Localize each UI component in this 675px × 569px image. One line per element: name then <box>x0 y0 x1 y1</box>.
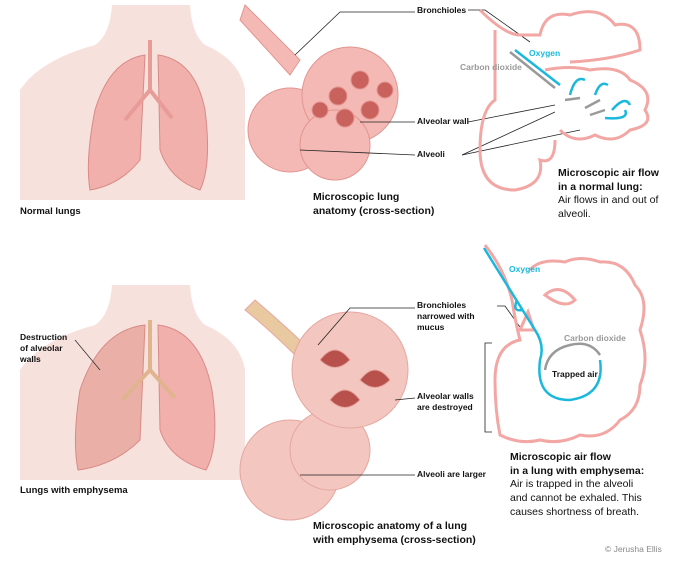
normal-anatomy-caption-line1: Microscopic lung <box>313 191 400 203</box>
label-bronchioles-narrowed-line2: narrowed with <box>417 311 475 321</box>
trapped-air-label: Trapped air <box>552 369 598 379</box>
normal-torso-illustration <box>20 5 245 200</box>
copyright: © Jerusha Ellis <box>605 544 662 554</box>
carbon-dioxide-label: Carbon dioxide <box>460 62 522 72</box>
label-alveoli-larger: Alveoli are larger <box>417 469 486 479</box>
oxygen-label: Oxygen <box>529 48 561 58</box>
label-alveolar-walls-destroyed-line2: are destroyed <box>417 402 473 412</box>
emphysema-airflow-caption-line1: Microscopic air flow <box>510 451 611 463</box>
emphysema-torso-illustration <box>20 285 245 480</box>
emphysema-alveoli-cluster <box>239 299 409 521</box>
normal-airflow-text-line1: Air flows in and out of <box>558 194 659 206</box>
emphysema-oxygen-label: Oxygen <box>509 264 541 274</box>
normal-airflow-text-line2: alveoli. <box>558 208 591 220</box>
normal-airflow-diagram <box>478 8 650 192</box>
destruction-label-line1: Destruction <box>20 332 68 342</box>
emphysema-airflow-caption-line2: in a lung with emphysema: <box>510 465 645 477</box>
emphysema-airflow-arrows <box>482 247 602 402</box>
emphysema-airflow-diagram <box>483 244 647 444</box>
label-alveolar-walls-destroyed-line1: Alveolar walls <box>417 391 474 401</box>
destruction-label-line2: of alveolar <box>20 343 63 353</box>
emphysema-anatomy-caption-line1: Microscopic anatomy of a lung <box>313 520 468 532</box>
normal-airflow-caption-line2: in a normal lung: <box>558 181 643 193</box>
normal-lungs-caption: Normal lungs <box>20 206 81 217</box>
destruction-label-line3: walls <box>20 354 41 364</box>
emphysema-carbon-dioxide-label: Carbon dioxide <box>564 333 626 343</box>
label-bronchioles-narrowed-line1: Bronchioles <box>417 300 467 310</box>
normal-alveoli-cluster <box>239 4 399 181</box>
emphysema-anatomy-caption-line2: with emphysema (cross-section) <box>313 534 476 546</box>
normal-airflow-caption-line1: Microscopic air flow <box>558 167 659 179</box>
label-alveolar-wall: Alveolar wall <box>417 116 469 126</box>
emphysema-lungs-caption: Lungs with emphysema <box>20 485 128 496</box>
label-bronchioles-narrowed-line3: mucus <box>417 322 445 332</box>
label-bronchioles: Bronchioles <box>417 5 467 15</box>
emphysema-airflow-text-line2: and cannot be exhaled. This <box>510 492 642 504</box>
emphysema-airflow-text-line1: Air is trapped in the alveoli <box>510 478 634 490</box>
normal-anatomy-caption-line2: anatomy (cross-section) <box>313 205 435 217</box>
normal-airflow-arrows <box>509 49 632 120</box>
label-alveoli: Alveoli <box>417 149 445 159</box>
emphysema-airflow-text-line3: causes shortness of breath. <box>510 506 639 518</box>
